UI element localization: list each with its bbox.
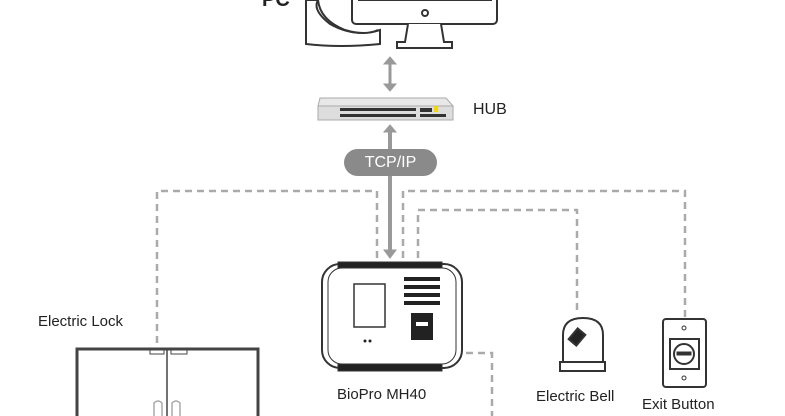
tcpip-connection-arrow [382,124,398,259]
bell-label: Electric Bell [536,388,615,405]
biopro-device-icon [321,261,463,372]
lock-label: Electric Lock [38,313,124,330]
exit-button-icon [662,318,707,388]
dashed-wires [155,189,687,416]
tcpip-badge: TCP/IP [344,149,437,176]
pc-monitor-icon [351,0,498,49]
hub-icon [317,97,455,121]
bell-wire [416,208,579,312]
hub-label: HUB [473,101,507,118]
pc-label: PC [262,0,290,11]
pc-hub-arrow [382,56,398,92]
door-electric-lock-icon [75,347,260,416]
exit-wire [401,189,687,318]
extra-wire [466,351,494,416]
device-label: BioPro MH40 [337,386,427,403]
electric-bell-icon [559,316,606,372]
lock-wire [155,189,379,350]
exit-label: Exit Button [642,396,715,413]
